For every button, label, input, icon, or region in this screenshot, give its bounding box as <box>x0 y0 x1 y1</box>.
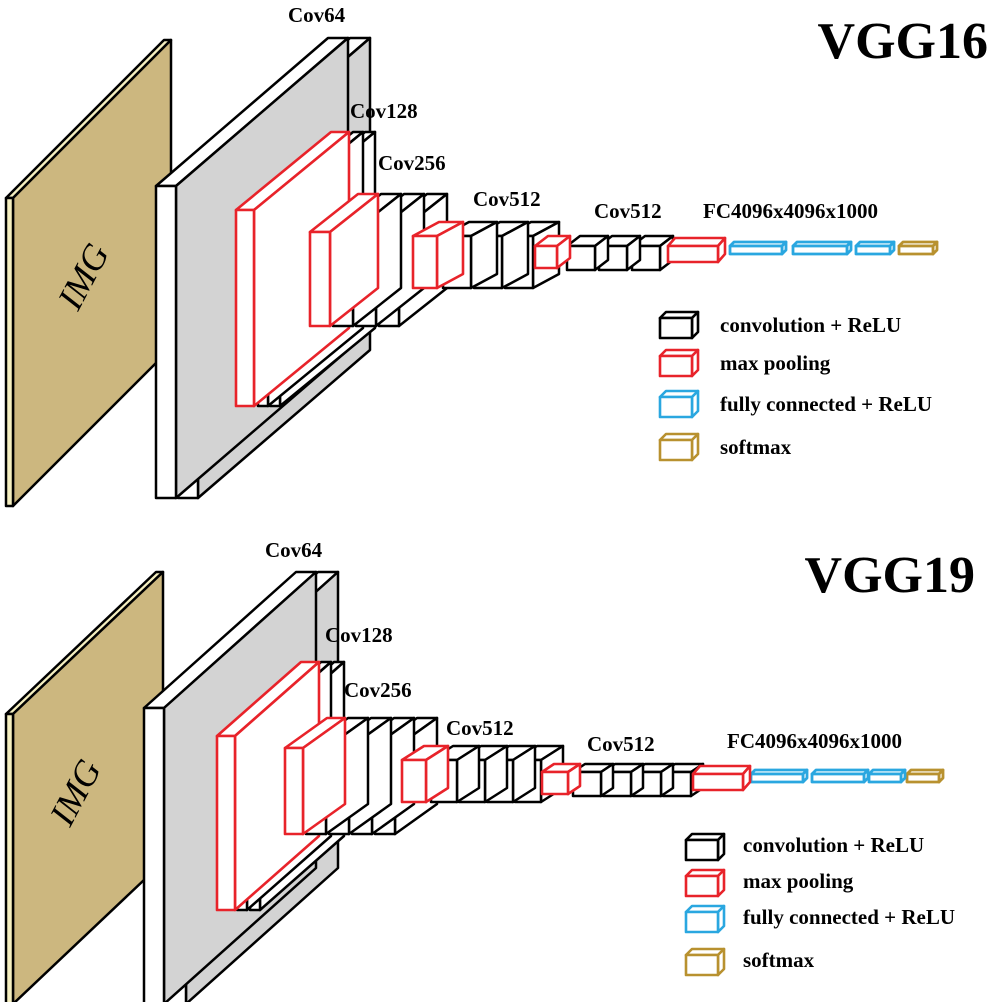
vgg16-cov512b-maxpool-1 <box>533 234 572 270</box>
vgg16-fc-stage-fc-3 <box>791 240 853 256</box>
vgg16-cov256-label: Cov256 <box>378 151 446 175</box>
vgg16-legend: convolution + ReLU max pooling fully con… <box>720 313 932 459</box>
vgg16-fc-stage-softmax-5 <box>897 240 939 256</box>
vgg19-legend-pool-swatch <box>684 868 726 898</box>
vgg19-cov128-label: Cov128 <box>325 623 393 647</box>
vgg19-legend-conv-label: convolution + ReLU <box>743 833 924 857</box>
vgg16-cov512-label-2: Cov512 <box>594 199 662 223</box>
vgg19-cov512b-maxpool-1 <box>540 762 582 796</box>
vgg19-cov256-label: Cov256 <box>344 678 412 702</box>
vgg19-cov256-maxpool-1 <box>283 716 347 836</box>
vgg16-cov512a-maxpool-1 <box>411 220 465 290</box>
vgg19-legend-softmax-swatch <box>684 947 726 977</box>
vgg16-cov128-maxpool-1 <box>234 130 351 408</box>
vgg16-panel: VGG16 IMG Cov64 Cov128 Cov256 Cov512 Cov… <box>4 3 988 508</box>
vgg16-legend-conv-label: convolution + ReLU <box>720 313 901 337</box>
vgg16-fc-stage-fc-4 <box>854 240 896 256</box>
vgg19-layer-blocks <box>4 570 945 1002</box>
vgg19-fc-stage-fc-2 <box>749 768 809 784</box>
vgg19-cov512-label-1: Cov512 <box>446 716 514 740</box>
vgg16-legend-softmax-label: softmax <box>720 435 792 459</box>
vgg19-legend-conv-swatch <box>684 832 726 862</box>
vgg19-legend-softmax-label: softmax <box>743 948 815 972</box>
vgg16-title: VGG16 <box>818 13 988 70</box>
vgg19-fc-stage-fc-4 <box>867 768 907 784</box>
vgg19-cov512-label-2: Cov512 <box>587 732 655 756</box>
vgg16-legend-pool-label: max pooling <box>720 351 831 375</box>
vgg19-fc-label: FC4096x4096x1000 <box>727 729 902 753</box>
vgg16-legend-conv-swatch <box>658 310 700 340</box>
vgg19-legend-fc-label: fully connected + ReLU <box>743 905 955 929</box>
vgg19-cov128-maxpool-1 <box>215 660 321 912</box>
vgg19-cov512a-maxpool-1 <box>400 744 450 804</box>
vgg19-legend-fc-swatch <box>684 904 726 934</box>
vgg16-layer-blocks <box>4 36 939 508</box>
vgg16-fc-label: FC4096x4096x1000 <box>703 199 878 223</box>
vgg19-title: VGG19 <box>805 547 975 604</box>
vgg16-legend-pool-swatch <box>658 348 700 378</box>
vgg19-legend: convolution + ReLU max pooling fully con… <box>743 833 955 972</box>
vgg16-fc-stage-maxpool-1 <box>666 236 727 264</box>
vgg16-legend-softmax-swatch <box>658 432 700 462</box>
vgg19-legend-pool-label: max pooling <box>743 869 854 893</box>
vgg16-legend-fc-label: fully connected + ReLU <box>720 392 932 416</box>
vgg19-cov64-label: Cov64 <box>265 538 323 562</box>
vgg19-fc-stage-maxpool-1 <box>691 764 752 792</box>
vgg16-cov256-maxpool-1 <box>308 192 380 328</box>
vgg16-cov128-label: Cov128 <box>350 99 418 123</box>
vgg16-fc-stage-fc-2 <box>728 240 788 256</box>
vgg16-legend-fc-swatch <box>658 389 700 419</box>
vgg16-cov512b-conv-2 <box>565 234 610 272</box>
vgg19-img-input <box>4 570 165 1002</box>
vgg16-img-input <box>4 38 173 508</box>
vgg16-cov64-label: Cov64 <box>288 3 346 27</box>
vgg19-fc-stage-fc-3 <box>810 768 870 784</box>
vgg19-fc-stage-softmax-5 <box>905 768 945 784</box>
vgg19-panel: VGG19 IMG Cov64 Cov128 Cov256 Cov512 Cov… <box>4 538 975 1002</box>
vgg16-cov512-label-1: Cov512 <box>473 187 541 211</box>
